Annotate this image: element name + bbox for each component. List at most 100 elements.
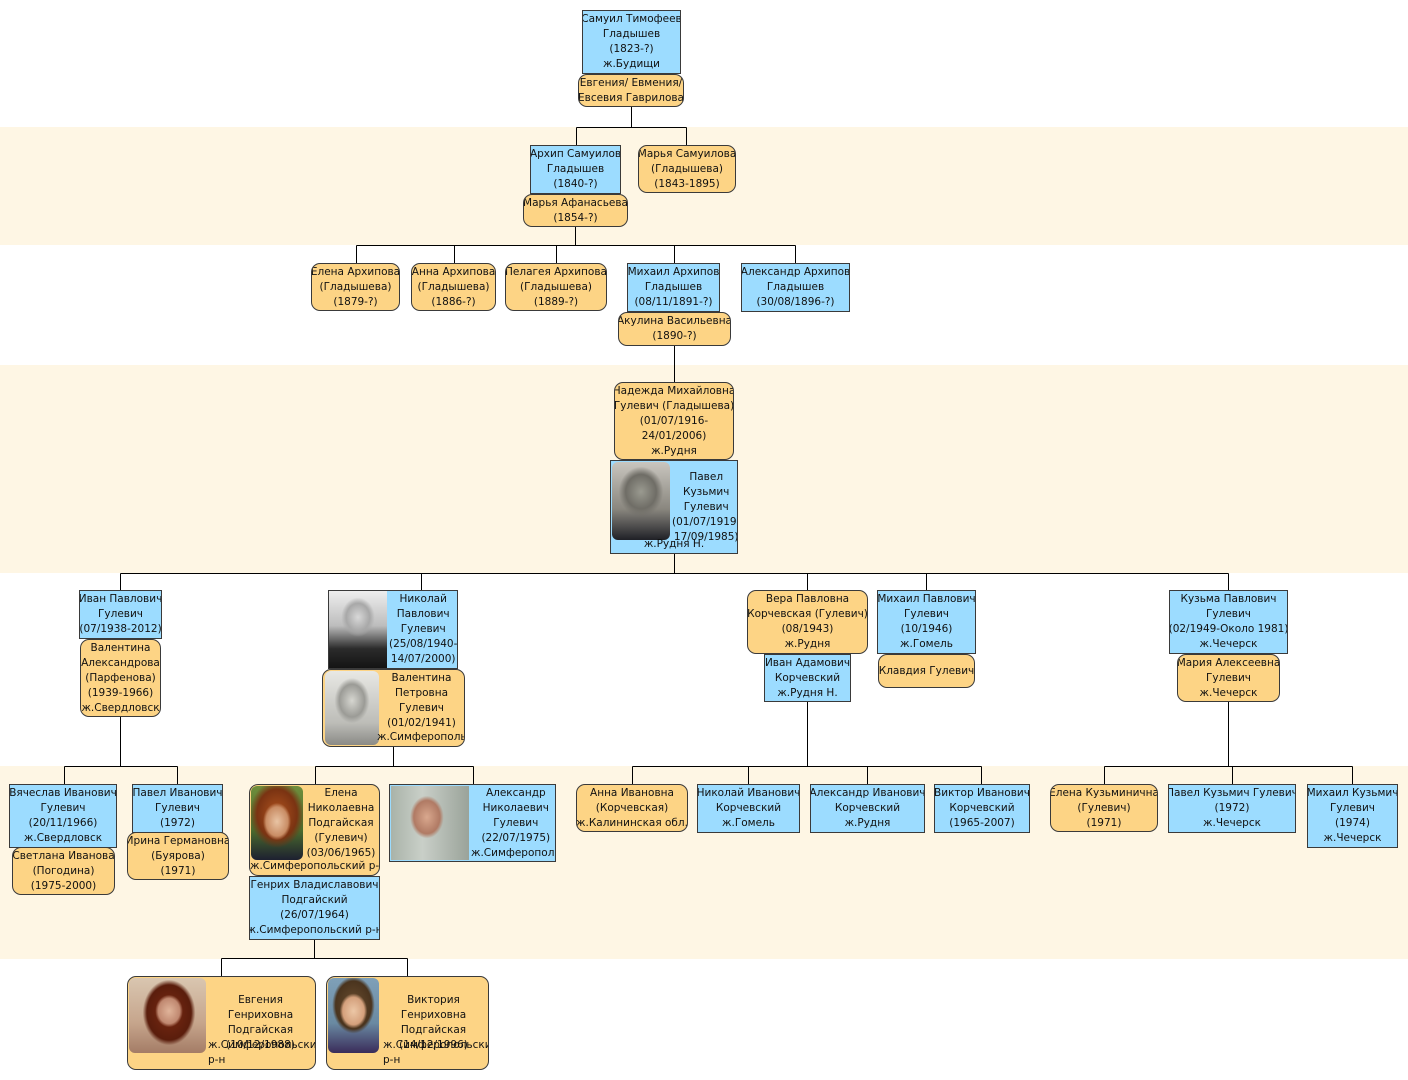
- person-text: (14/12/1996): [399, 1039, 468, 1051]
- person-text: Подгайская: [400, 1024, 467, 1036]
- person-text: Павлович: [396, 608, 450, 620]
- person-alexandr-arkhipov[interactable]: Александр Архипов Гладышев (30/08/1896-?…: [741, 263, 850, 312]
- person-text: (01/07/1919-: [672, 515, 738, 528]
- person-nikolay-pavlovich[interactable]: Николай Павлович Гулевич (25/08/1940- 14…: [328, 590, 458, 669]
- person-samuil-gladyshev[interactable]: Самуил Тимофеев Гладышев (1823-?) ж.Буди…: [582, 10, 681, 74]
- person-anna-arkhipova[interactable]: Анна Архипова (Гладышева) (1886-?): [411, 263, 496, 311]
- person-arkhip-gladyshev[interactable]: Архип Самуилов Гладышев (1840-?): [530, 145, 621, 194]
- person-kuzma-pavlovich[interactable]: Кузьма Павлович Гулевич (02/1949-Около 1…: [1169, 590, 1288, 654]
- person-text: (25/08/1940-: [389, 638, 458, 650]
- person-text: (1939-1966): [87, 686, 154, 699]
- person-elena-kuzminichna[interactable]: Елена Кузьминична (Гулевич) (1971): [1050, 784, 1158, 832]
- person-viktor-ivanovich[interactable]: Виктор Иванович Корчевский (1965-2007): [934, 784, 1030, 833]
- person-anna-ivanovna[interactable]: Анна Ивановна (Корчевская) ж.Калининская…: [576, 784, 688, 832]
- person-ivan-adamovich[interactable]: Иван Адамович Корчевский ж.Рудня Н.: [764, 654, 851, 702]
- person-text: Гладышев: [766, 281, 825, 293]
- person-text: Гулевич: [683, 500, 729, 513]
- person-text: Корчевский: [834, 802, 901, 814]
- person-text: Гулевич: [154, 802, 200, 814]
- person-elena-arkhipova[interactable]: Елена Архипова (Гладышева) (1879-?): [311, 263, 400, 311]
- person-text: (07/1938-2012): [79, 623, 162, 635]
- person-place: ж.Симферопольский р-н: [250, 860, 380, 872]
- person-text: ж.Будищи: [602, 58, 660, 70]
- person-text: Генрих Владиславович: [250, 879, 379, 891]
- person-mikhail-arkhipov[interactable]: Михаил Архипов Гладышев (08/11/1891-?): [627, 263, 720, 312]
- person-text: (1843-1895): [654, 177, 720, 190]
- person-text: (08/1943): [781, 623, 834, 635]
- person-place: ж.Рудня Н.: [643, 538, 705, 550]
- person-text: 14/07/2000): [390, 653, 456, 665]
- person-irina-germanovna[interactable]: Ирина Германовна (Буярова) (1971): [127, 832, 229, 880]
- person-text: (1971): [1086, 816, 1122, 829]
- person-text: Гулевич: [97, 608, 143, 620]
- person-text: Мария Алексеевна: [1177, 656, 1280, 669]
- portrait-photo: [612, 462, 670, 540]
- person-pelageya-arkhipova[interactable]: Пелагея Архипова (Гладышева) (1889-?): [505, 263, 607, 311]
- person-text: Николай Иванович: [697, 787, 800, 799]
- person-text: (Гулевич): [314, 831, 368, 844]
- person-text: ж.Гомель: [722, 817, 775, 829]
- person-text: Николаевич: [482, 801, 549, 814]
- person-ivan-pavlovich[interactable]: Иван Павлович Гулевич (07/1938-2012): [79, 590, 162, 639]
- person-klavdiya-gulevich[interactable]: Клавдия Гулевич: [878, 654, 975, 688]
- person-valentina-aleksandrova[interactable]: Валентина Александрова (Парфенова) (1939…: [80, 639, 161, 717]
- person-text: (20/11/1966): [28, 817, 98, 829]
- person-maria-alekseevna[interactable]: Мария Алексеевна Гулевич ж.Чечерск: [1177, 654, 1280, 702]
- person-evgenia-gavrilova[interactable]: Евгения/ Евмения/ Евсевия Гаврилова: [578, 74, 684, 107]
- person-alexandr-nikolaevich[interactable]: Александр Николаевич Гулевич (22/07/1975…: [389, 784, 556, 862]
- person-pavel-kuzmich-junior[interactable]: Павел Кузьмич Гулевич (1972) ж.Чечерск: [1168, 784, 1296, 833]
- person-alexandr-ivanovich[interactable]: Александр Иванович Корчевский ж.Рудня: [810, 784, 925, 833]
- person-evgenia-genrikhovna[interactable]: Евгения Генриховна Подгайская (10/12/198…: [127, 976, 316, 1070]
- person-text: р-н: [208, 1054, 226, 1066]
- portrait-photo: [251, 786, 303, 860]
- person-text: ж.Чечерск: [1199, 686, 1258, 699]
- person-text: Вячеслав Иванович: [9, 787, 117, 799]
- person-text: Корчевский: [715, 802, 782, 814]
- person-elena-nikolaevna[interactable]: Елена Николаевна Подгайская (Гулевич) (0…: [249, 784, 380, 876]
- person-text: (1971): [160, 864, 196, 877]
- person-text: Гулевич (Гладышева): [614, 399, 734, 412]
- person-mikhail-pavlovich[interactable]: Михаил Павлович Гулевич (10/1946) ж.Гоме…: [877, 590, 976, 654]
- person-place: ж.Симферопольский р-н: [128, 1038, 315, 1068]
- person-text: (30/08/1896-?): [756, 296, 835, 308]
- person-text: (1889-?): [533, 295, 579, 308]
- person-text: (1823-?): [609, 43, 654, 55]
- person-vyacheslav-ivanovich[interactable]: Вячеслав Иванович Гулевич (20/11/1966) ж…: [9, 784, 117, 848]
- person-svetlana-ivanova[interactable]: Светлана Иванова (Погодина) (1975-2000): [12, 847, 115, 895]
- person-text: (02/1949-Около 1981): [1169, 623, 1288, 635]
- person-mikhail-kuzmich[interactable]: Михаил Кузьмич Гулевич (1974) ж.Чечерск: [1307, 784, 1398, 848]
- person-text: 17/09/1985): [673, 530, 738, 543]
- person-marya-samuilova[interactable]: Марья Самуилова (Гладышева) (1843-1895): [638, 145, 736, 193]
- person-text: Петровна: [394, 687, 449, 699]
- person-text: Кузьмич: [683, 485, 730, 498]
- person-text: Елена Кузьминична: [1050, 786, 1158, 799]
- portrait-photo: [329, 591, 387, 668]
- person-vera-pavlovna[interactable]: Вера Павловна Корчевская (Гулевич) (08/1…: [747, 590, 868, 654]
- person-text: Светлана Иванова: [12, 849, 115, 862]
- person-nadezhda-gulevich[interactable]: Надежда Михайловна Гулевич (Гладышева) (…: [614, 382, 734, 460]
- person-text: (Гладышева): [520, 280, 592, 293]
- person-nikolay-ivanovich[interactable]: Николай Иванович Корчевский ж.Гомель: [697, 784, 800, 833]
- person-text: (1974): [1335, 817, 1370, 829]
- person-akulina-vasilyevna[interactable]: Акулина Васильевна (1890-?): [618, 312, 731, 346]
- person-text: Гулевич: [1329, 802, 1375, 814]
- person-text: Гулевич: [40, 802, 86, 814]
- person-viktoria-genrikhovna[interactable]: Виктория Генриховна Подгайская (14/12/19…: [326, 976, 489, 1070]
- person-text: ж.Свердловск: [23, 832, 103, 844]
- person-text: Гладышев: [644, 281, 703, 293]
- person-marya-afanasyeva[interactable]: Марья Афанасьева (1854-?): [523, 194, 628, 227]
- person-text: Павел Кузьмич Гулевич: [1168, 787, 1296, 799]
- person-text: (1854-?): [553, 211, 598, 224]
- person-genrikh-podgaysky[interactable]: Генрих Владиславович Подгайский (26/07/1…: [249, 876, 380, 940]
- person-pavel-kuzmich-gulevich[interactable]: Павел Кузьмич Гулевич (01/07/1919- 17/09…: [610, 460, 738, 554]
- person-text: Марья Афанасьева: [523, 196, 628, 209]
- person-text: Елена Архипова: [311, 265, 400, 278]
- person-text: Евгения/ Евмения/: [579, 76, 683, 89]
- person-text: Евсевия Гаврилова: [578, 91, 684, 104]
- person-text: Корчевский: [949, 802, 1015, 814]
- person-text: (Гладышева): [417, 280, 490, 293]
- person-pavel-ivanovich[interactable]: Павел Иванович Гулевич (1972): [132, 784, 223, 833]
- person-valentina-petrovna[interactable]: Валентина Петровна Гулевич (01/02/1941) …: [322, 669, 465, 747]
- person-place: ж.Симферопольский р-н: [327, 1038, 488, 1068]
